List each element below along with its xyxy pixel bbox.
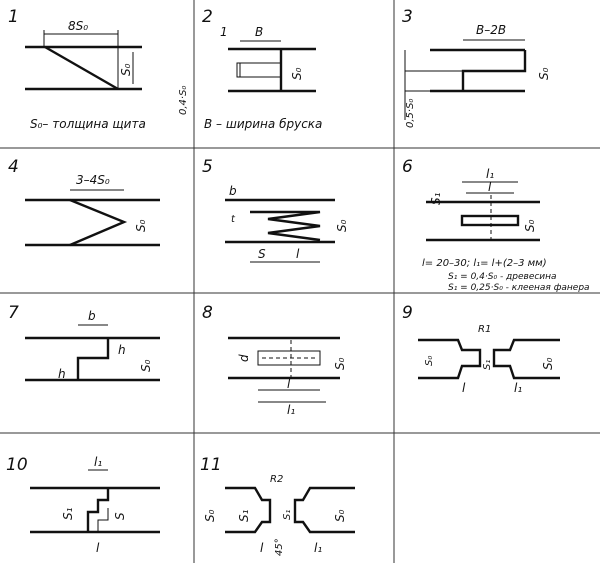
dim-label: l₁ (287, 403, 295, 417)
panel-6: 6 l₁ l S₁ S₀ l= 20–30; l₁= l+(2–3 мм) S₁… (402, 157, 590, 293)
dim-label: S₀ (134, 219, 148, 232)
panel-number: 4 (8, 157, 19, 177)
dim-label: 3–4S₀ (76, 173, 110, 187)
dim-label: S₀ (424, 356, 435, 366)
dim-label: h (58, 367, 66, 381)
dim-label: l (296, 247, 300, 261)
dim-label: l (260, 541, 264, 555)
panel-number: 7 (8, 303, 19, 323)
dim-label: B–2B (476, 23, 506, 37)
dim-label: R1 (478, 324, 491, 335)
panel-7: 7 b h h S₀ (8, 303, 160, 382)
panel-2: 2 1 B S₀ 0,4·S₀ B – ширина бруска (178, 7, 322, 131)
panel-number: 1 (8, 7, 19, 27)
dim-label: S₁ (61, 507, 75, 520)
dim-label: b (88, 309, 96, 323)
dim-label: h (118, 343, 126, 357)
dim-label: S (113, 512, 127, 520)
panel-3: 3 B–2B S₀ 0,5·S₀ (402, 7, 551, 128)
panel-number: 9 (402, 303, 413, 323)
panel-number: 2 (202, 7, 213, 27)
dim-label: S₀ (523, 219, 537, 232)
panel-number: 5 (202, 157, 213, 177)
panel-note: S₁ = 0,25·S₀ - клееная фанера (448, 283, 590, 293)
panel-note: S₁ = 0,4·S₀ - древесина (448, 272, 557, 282)
panel-caption: B – ширина бруска (204, 117, 322, 131)
dim-label: l₁ (314, 541, 322, 555)
panel-4: 4 3–4S₀ S₀ (8, 157, 160, 247)
panel-number: 3 (402, 7, 413, 27)
dim-label: d (237, 354, 251, 362)
dim-label: S₁ (282, 510, 293, 520)
dim-label: l₁ (94, 455, 102, 469)
panel-11: 11 R2 S₀ S₁ S₁ S₀ l l₁ 45° (200, 455, 355, 556)
dim-label: S₀ (333, 357, 347, 370)
dim-label: 8S₀ (68, 19, 88, 33)
dim-label: S₀ (537, 67, 551, 80)
dim-label: S₁ (237, 509, 251, 522)
dim-label: 1 (220, 25, 228, 39)
panel-1: 1 8S₀ S₀ S₀– толщина щита (8, 7, 146, 131)
panel-number: 10 (6, 455, 28, 475)
dim-label: l (462, 381, 466, 395)
dim-label: S₀ (203, 509, 217, 522)
panel-number: 6 (402, 157, 413, 177)
panel-caption: S₀– толщина щита (30, 117, 146, 131)
dim-label: S₁ (482, 360, 493, 370)
dim-label: l (488, 180, 492, 194)
dim-label: l₁ (486, 167, 494, 181)
dim-label: l (287, 377, 291, 391)
dim-label: l₁ (514, 381, 522, 395)
dim-label: l (96, 541, 100, 555)
dim-label: S₀ (541, 357, 555, 370)
panel-5: 5 b t S₀ S l (202, 157, 349, 263)
dim-label: S₀ (119, 63, 133, 76)
dim-label: S₀ (139, 359, 153, 372)
dim-label: S₀ (333, 509, 347, 522)
panel-8: 8 d S₀ l l₁ (202, 303, 347, 417)
panel-9: 9 R1 S₀ S₁ S₀ l l₁ (402, 303, 560, 395)
dim-label: B (255, 25, 263, 39)
dim-label: S₁ (429, 192, 443, 205)
dim-label: S (258, 247, 266, 261)
dim-label: b (229, 184, 237, 198)
dim-label: S₀ (335, 219, 349, 232)
dim-label: 0,4·S₀ (178, 86, 189, 115)
dim-label: R2 (270, 474, 283, 485)
panel-number: 8 (202, 303, 213, 323)
panel-10: 10 l₁ S₁ S l (6, 455, 160, 555)
dim-label: t (231, 214, 236, 225)
dim-label: 0,5·S₀ (405, 99, 416, 128)
panel-number: 11 (200, 455, 222, 475)
dim-label: S₀ (290, 67, 304, 80)
panel-note: l= 20–30; l₁= l+(2–3 мм) (422, 258, 547, 269)
dim-label: 45° (274, 538, 285, 556)
